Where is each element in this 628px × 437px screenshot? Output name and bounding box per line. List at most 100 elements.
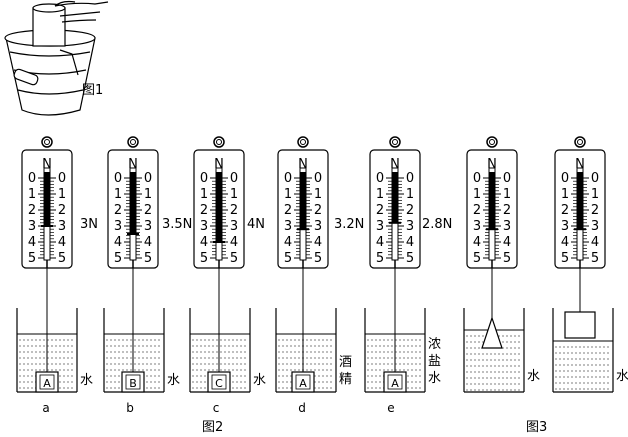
scale-tick-label-right: 4 — [144, 235, 152, 250]
scale-reading-c: 4N — [247, 217, 265, 232]
scale-tick-label-right: 1 — [314, 187, 322, 202]
scale-hook-ring — [127, 136, 139, 148]
liquid-label-fig3-2: 水 — [616, 369, 628, 384]
scale-tick-label-left: 0 — [473, 171, 481, 186]
scale-tick-label-right: 0 — [591, 171, 599, 186]
scale-unit-label: N — [128, 157, 138, 172]
liquid-label-d: 精 — [339, 372, 352, 387]
scale-tick-label-left: 1 — [200, 187, 208, 202]
scale-tick-label-right: 5 — [314, 251, 322, 266]
scale-tick-label-right: 0 — [230, 171, 238, 186]
scale-unit-label: N — [487, 157, 497, 172]
scale-tick-label-left: 5 — [200, 251, 208, 266]
scale-tick-label-right: 5 — [230, 251, 238, 266]
figure3-caption: 图3 — [526, 420, 548, 435]
object-cube — [564, 311, 596, 339]
object-label-a: A — [43, 377, 51, 390]
scale-tick-label-right: 0 — [406, 171, 414, 186]
scale-tick-label-right: 4 — [406, 235, 414, 250]
scale-tick-label-left: 4 — [114, 235, 122, 250]
scale-tick-label-left: 5 — [284, 251, 292, 266]
scale-tick-label-right: 4 — [314, 235, 322, 250]
scale-tick-label-left: 2 — [376, 203, 384, 218]
scale-tick-label-left: 4 — [284, 235, 292, 250]
scale-hook-ring — [213, 136, 225, 148]
liquid-label-d: 酒 — [339, 355, 352, 370]
scale-tick-label-left: 4 — [376, 235, 384, 250]
scale-tick-label-left: 4 — [561, 235, 569, 250]
scale-tick-label-right: 5 — [503, 251, 511, 266]
scale-tick-label-left: 3 — [376, 219, 384, 234]
scale-tick-label-right: 2 — [314, 203, 322, 218]
scale-tick-label-right: 4 — [503, 235, 511, 250]
scale-tick-label-left: 3 — [114, 219, 122, 234]
scale-hook-ring-inner — [392, 139, 398, 145]
object-cone — [481, 316, 503, 349]
liquid-label-e: 浓 — [428, 337, 441, 352]
scale-tick-label-left: 5 — [114, 251, 122, 266]
object-inner — [211, 374, 227, 390]
object-label-c: C — [215, 377, 223, 390]
scale-tick-label-left: 3 — [561, 219, 569, 234]
scale-tick-label-left: 5 — [28, 251, 36, 266]
scale-tick-label-right: 4 — [58, 235, 66, 250]
scale-tick-label-right: 0 — [58, 171, 66, 186]
scale-tick-label-right: 3 — [144, 219, 152, 234]
scale-hook-ring-inner — [44, 139, 50, 145]
scale-tick-label-right: 2 — [503, 203, 511, 218]
setup-label-e: e — [387, 401, 394, 415]
object-inner — [125, 374, 141, 390]
scale-tick-label-left: 3 — [200, 219, 208, 234]
scale-tick-label-left: 0 — [284, 171, 292, 186]
scale-tick-label-right: 1 — [503, 187, 511, 202]
liquid-label-fig3-1: 水 — [527, 369, 540, 384]
scale-tick-label-right: 0 — [314, 171, 322, 186]
setup-label-b: b — [126, 401, 134, 415]
scale-tick-label-right: 1 — [58, 187, 66, 202]
figure1-bucket-illustration — [4, 0, 109, 116]
scale-unit-label: N — [214, 157, 224, 172]
figure1-caption: 图1 — [82, 83, 104, 98]
scale-hook-ring — [486, 136, 498, 148]
scale-tick-label-left: 1 — [376, 187, 384, 202]
scale-tick-label-right: 0 — [503, 171, 511, 186]
liquid-label-a: 水 — [80, 373, 93, 388]
scale-tick-label-left: 0 — [114, 171, 122, 186]
scale-tick-label-right: 5 — [406, 251, 414, 266]
scale-reading-b: 3.5N — [162, 217, 192, 232]
scale-hook-ring-inner — [577, 139, 583, 145]
beaker-fig3-2 — [552, 308, 614, 393]
scale-hook-ring-inner — [130, 139, 136, 145]
scale-tick-label-left: 0 — [561, 171, 569, 186]
scale-tick-label-left: 3 — [284, 219, 292, 234]
scale-unit-label: N — [390, 157, 400, 172]
scale-tick-label-right: 0 — [144, 171, 152, 186]
scale-tick-label-left: 2 — [473, 203, 481, 218]
liquid-label-c: 水 — [253, 373, 266, 388]
scale-tick-label-right: 5 — [58, 251, 66, 266]
liquid-label-e: 水 — [428, 371, 441, 386]
scale-hook-ring — [574, 136, 586, 148]
setup-label-d: d — [298, 401, 306, 415]
scale-tick-label-left: 4 — [200, 235, 208, 250]
scale-hook-ring-inner — [300, 139, 306, 145]
scale-hook-ring — [41, 136, 53, 148]
object-inner — [295, 374, 311, 390]
scale-indicator-fill — [216, 172, 222, 242]
scale-hook-ring-inner — [216, 139, 222, 145]
scale-tick-label-left: 5 — [561, 251, 569, 266]
scale-indicator-fill — [489, 172, 495, 230]
object-label-e: A — [391, 377, 399, 390]
object-label-d: A — [299, 377, 307, 390]
liquid-label-e: 盐 — [428, 354, 441, 369]
scale-tick-label-left: 1 — [473, 187, 481, 202]
scale-tick-label-left: 1 — [561, 187, 569, 202]
